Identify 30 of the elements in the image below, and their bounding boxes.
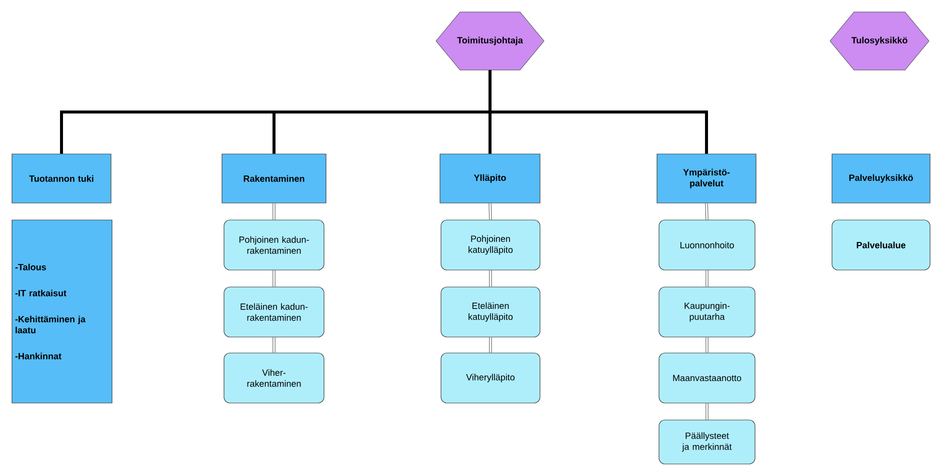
unit-box: Luonnonhoito [658, 220, 756, 270]
hexagon-node: Toimitusjohtaja [436, 12, 544, 70]
double-line-connector [488, 203, 492, 220]
department-box: Palveluyksikkö [832, 154, 930, 204]
unit-box: Eteläinen kadun-rakentaminen [224, 286, 324, 338]
double-line-connector [489, 337, 492, 353]
double-line-connector [706, 337, 708, 353]
unit-box: Palvelualue [832, 220, 930, 270]
unit-box: Maanvastaanotto [658, 352, 756, 404]
unit-box: Kaupungin-puutarha [658, 286, 756, 338]
double-line-connector [705, 203, 708, 220]
department-box: Tuotannon tuki [12, 154, 112, 204]
hexagon-node: Tulosyksikkö [830, 12, 930, 70]
unit-box: Viher-rakentaminen [224, 352, 324, 404]
unit-box: Eteläinen katuylläpito [440, 286, 540, 338]
department-box: Ympäristö-palvelut [656, 154, 756, 204]
double-line-connector [489, 270, 492, 287]
department-box: Rakentaminen [222, 154, 326, 204]
unit-box: Pohjoinen katuylläpito [440, 220, 540, 270]
double-line-connector [272, 337, 276, 353]
double-line-connector [706, 270, 708, 287]
double-line-connector [272, 270, 276, 287]
double-line-connector [272, 203, 276, 220]
unit-box: Päällysteet ja merkinnät [658, 420, 756, 464]
org-chart-connector [488, 70, 708, 154]
double-line-connector [706, 403, 708, 420]
task-list-box: -Talous -IT ratkaisut -Kehittäminen ja laatu -Hankinnat [12, 220, 112, 404]
unit-box: Viherylläpito [440, 352, 540, 404]
unit-box: Pohjoinen kadun-rakentaminen [224, 220, 324, 270]
department-box: Ylläpito [440, 154, 540, 204]
